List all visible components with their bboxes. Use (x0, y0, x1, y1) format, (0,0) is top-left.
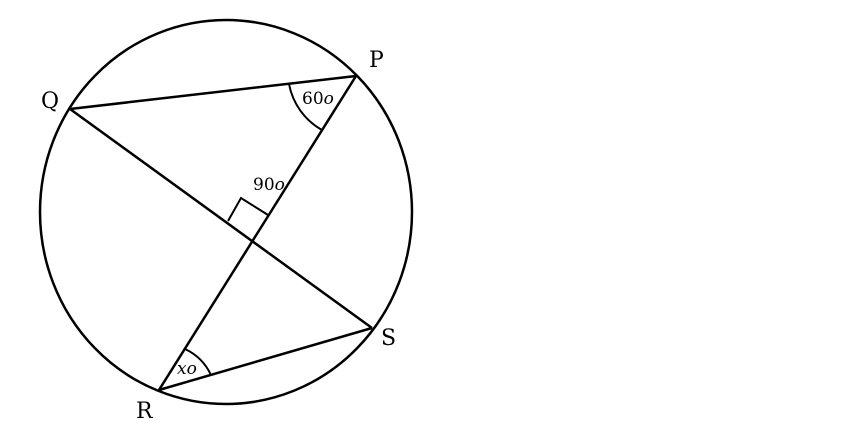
point-label-P: P (369, 48, 384, 73)
right-angle-unit: o (275, 175, 285, 195)
circle (38, 18, 414, 406)
angle-P-unit: o (324, 89, 334, 109)
right-angle-marker (227, 196, 269, 222)
chord-QS (69, 107, 373, 330)
angle-label-P: 60o (302, 89, 334, 109)
angle-label-right: 90o (253, 175, 285, 195)
angle-arc-P (288, 83, 323, 131)
chord-PR (157, 75, 358, 391)
chord-QP (69, 74, 357, 111)
point-label-Q: Q (41, 89, 59, 114)
chord-RS (158, 326, 373, 392)
right-angle-value: 90 (253, 175, 275, 195)
point-label-R: R (136, 399, 154, 424)
angle-R-unit: o (187, 359, 197, 379)
angle-label-R: xo (177, 359, 197, 379)
angle-P-value: 60 (302, 89, 324, 109)
angle-arc-R (184, 348, 212, 376)
point-label-S: S (381, 326, 396, 351)
angle-R-variable: x (177, 359, 187, 379)
